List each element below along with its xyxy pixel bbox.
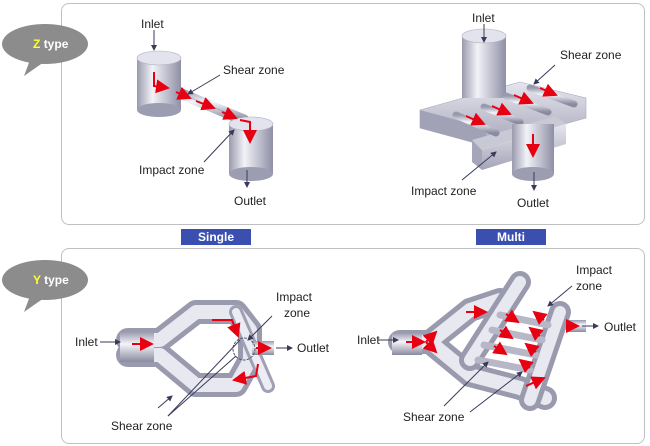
- y-single-impact-label-line2: zone: [284, 306, 311, 320]
- y-single-outlet-label: Outlet: [297, 341, 330, 355]
- y-type-tag: Y type: [33, 273, 69, 287]
- z-multi-inlet-label: Inlet: [472, 11, 495, 25]
- y-multi-callout-lines: [378, 285, 599, 413]
- z-single-outlet-label: Outlet: [234, 194, 267, 208]
- z-single-device: [136, 50, 274, 181]
- z-single-shear-zone-label: Shear zone: [223, 63, 285, 77]
- y-multi-shear-zone-label: Shear zone: [403, 410, 465, 424]
- y-single-shear-zone-label: Shear zone: [111, 419, 173, 433]
- multi-badge: Multi: [476, 229, 546, 245]
- z-multi-impact-zone-label: Impact zone: [411, 184, 477, 198]
- y-type-bubble: [2, 260, 88, 312]
- z-type-bubble: [2, 24, 88, 76]
- z-single-inlet-label: Inlet: [141, 17, 164, 31]
- y-single-impact-label-line1: Impact: [276, 290, 313, 304]
- y-multi-inlet-label: Inlet: [357, 333, 380, 347]
- z-multi-flow-arrows: [465, 83, 558, 158]
- z-type-tag: Z type: [33, 37, 69, 51]
- y-multi-outlet-label: Outlet: [604, 320, 637, 334]
- y-single-callout-lines: [100, 315, 293, 417]
- y-single-device: [116, 300, 275, 397]
- z-single-flow-arrows: [153, 72, 257, 144]
- y-multi-impact-label-line1: Impact: [576, 263, 613, 277]
- z-multi-outlet-label: Outlet: [517, 196, 550, 210]
- z-single-impact-zone-label: Impact zone: [139, 163, 205, 177]
- y-multi-flow-arrows: [406, 305, 580, 390]
- z-single-callout-lines: [151, 30, 250, 188]
- z-multi-callout-lines: [461, 24, 556, 191]
- single-badge: Single: [181, 229, 251, 245]
- y-multi-impact-label-line2: zone: [576, 279, 603, 293]
- y-single-inlet-label: Inlet: [75, 335, 98, 349]
- z-multi-shear-zone-label: Shear zone: [560, 48, 622, 62]
- y-single-flow-arrows: [132, 319, 272, 385]
